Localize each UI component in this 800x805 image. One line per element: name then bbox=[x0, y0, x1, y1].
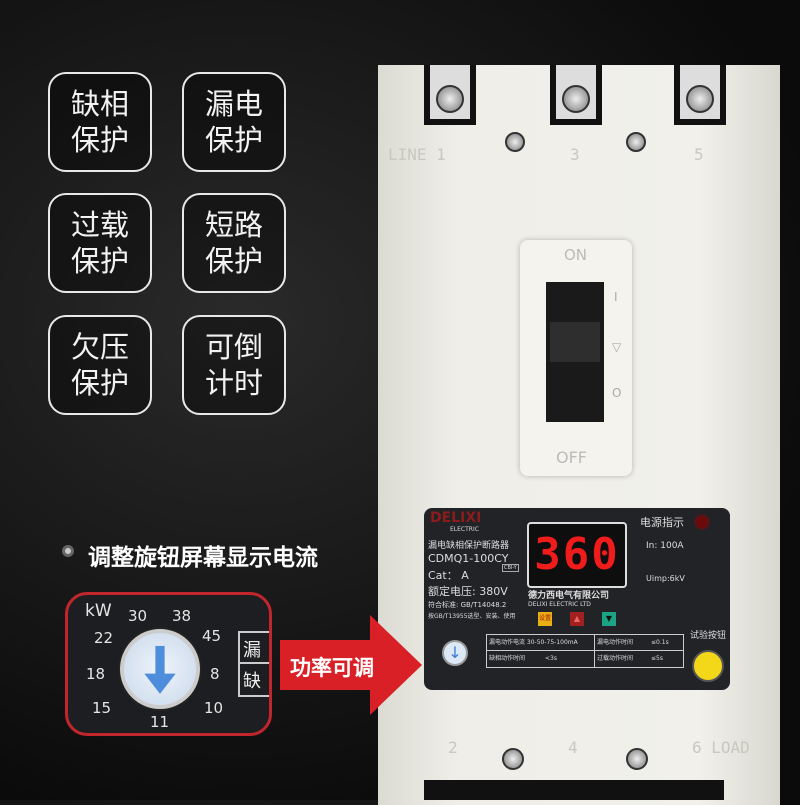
toggle-handle[interactable] bbox=[546, 282, 604, 422]
toggle-grip bbox=[550, 322, 600, 362]
arrow-label: 功率可调 bbox=[290, 656, 374, 680]
product-name: 漏电缺相保护断路器 bbox=[428, 541, 510, 551]
cell: 缺 bbox=[243, 671, 261, 692]
dial-value: 45 bbox=[202, 627, 222, 645]
brand-logo: DELIXI bbox=[430, 510, 482, 526]
feature-line: 保护 bbox=[204, 244, 263, 278]
cell: 过载动作时间 bbox=[597, 655, 634, 662]
side-table: 漏 缺 bbox=[238, 631, 269, 697]
dial-value: 30 bbox=[128, 607, 148, 625]
dial-value: 22 bbox=[94, 629, 114, 647]
model: CDMQ1-100CY bbox=[428, 552, 509, 565]
terminal-label: 4 bbox=[568, 738, 578, 757]
test-button[interactable] bbox=[692, 650, 724, 682]
cell: 缺相动作时间 bbox=[489, 655, 526, 662]
rated-voltage: 额定电压: 380V bbox=[428, 585, 508, 598]
feature-line: 漏电 bbox=[204, 87, 263, 121]
cell: 漏电动作电流 30-50-75-100mA bbox=[487, 635, 595, 650]
power-led bbox=[696, 516, 708, 528]
dial-value: 11 bbox=[150, 713, 170, 731]
feature-leakage: 漏电保护 bbox=[182, 72, 286, 172]
mark: ▽ bbox=[612, 340, 622, 354]
red-arrow-icon bbox=[280, 615, 422, 715]
set-button[interactable]: 设置 bbox=[538, 612, 552, 626]
screw-icon bbox=[502, 748, 524, 770]
current-display: 360 bbox=[527, 522, 627, 588]
power-indicator-label: 电源指示 bbox=[640, 516, 684, 529]
feature-line: 保护 bbox=[70, 244, 129, 278]
on-label: ON bbox=[564, 246, 588, 264]
screw-icon bbox=[562, 85, 590, 113]
feature-line: 可倒 bbox=[204, 330, 263, 364]
rated-current: In: 100A bbox=[646, 541, 684, 551]
off-label: OFF bbox=[556, 448, 587, 467]
feature-line: 过载 bbox=[70, 208, 129, 242]
bullet-icon bbox=[62, 545, 74, 557]
standard2: 按GB/T13955选型、安装、使用 bbox=[428, 613, 516, 620]
handle-panel: ON I ▽ O OFF bbox=[520, 240, 632, 476]
feature-timer: 可倒计时 bbox=[182, 315, 286, 415]
mark: I bbox=[614, 290, 618, 304]
cell: <3s bbox=[545, 651, 595, 667]
cell: 漏 bbox=[240, 633, 269, 664]
caption: 调整旋钮屏幕显示电流 bbox=[88, 545, 318, 571]
arrow-down-icon bbox=[144, 645, 176, 694]
terminal-label: 3 bbox=[570, 145, 580, 164]
feature-line: 短路 bbox=[204, 208, 263, 242]
cell: 漏电动作时间 bbox=[597, 639, 634, 646]
brand-sub: ELECTRIC bbox=[450, 526, 479, 533]
mini-dial[interactable]: ↓ bbox=[442, 640, 468, 666]
dial-inset: kW 30 38 45 8 10 11 15 18 22 漏 缺 bbox=[65, 592, 272, 736]
cell: ≤5s bbox=[651, 655, 663, 662]
dial-value: 10 bbox=[204, 699, 224, 717]
standard: 符合标准: GB/T14048.2 bbox=[428, 601, 507, 609]
feature-phase-loss: 缺相保护 bbox=[48, 72, 152, 172]
terminal-label: 5 bbox=[694, 145, 704, 164]
feature-line: 保护 bbox=[70, 123, 129, 157]
dial-value: 38 bbox=[172, 607, 192, 625]
category: Cat： A bbox=[428, 569, 469, 582]
screw-icon bbox=[436, 85, 464, 113]
dial-value: 8 bbox=[210, 665, 220, 683]
feature-short-circuit: 短路保护 bbox=[182, 193, 286, 293]
feature-line: 欠压 bbox=[70, 330, 129, 364]
cbi-mark: CBI-Y bbox=[502, 564, 519, 572]
feature-overload: 过载保护 bbox=[48, 193, 152, 293]
screw-icon bbox=[626, 748, 648, 770]
dial-value: 15 bbox=[92, 699, 112, 717]
cell: ≤0.1s bbox=[651, 639, 669, 646]
up-button[interactable]: ▲ bbox=[570, 612, 584, 626]
dial-value: 18 bbox=[86, 665, 106, 683]
terminal-label: 2 bbox=[448, 738, 458, 757]
feature-line: 缺相 bbox=[70, 87, 129, 121]
uimp: Uimp:6kV bbox=[646, 574, 685, 583]
bottom-terminals bbox=[424, 780, 724, 800]
feature-undervoltage: 欠压保护 bbox=[48, 315, 152, 415]
company-en: DELIXI ELECTRIC LTD bbox=[528, 601, 591, 608]
adjust-knob[interactable] bbox=[120, 629, 200, 709]
feature-line: 保护 bbox=[204, 123, 263, 157]
terminal-label: 6 LOAD bbox=[692, 738, 750, 757]
down-button[interactable]: ▼ bbox=[602, 612, 616, 626]
mark: O bbox=[612, 386, 622, 400]
company: 德力西电气有限公司 bbox=[528, 591, 610, 601]
test-button-label: 试验按钮 bbox=[690, 631, 727, 641]
feature-line: 保护 bbox=[70, 366, 129, 400]
spec-table: 漏电动作电流 30-50-75-100mA 漏电动作时间 ≤0.1s 缺相动作时… bbox=[486, 634, 684, 668]
feature-line: 计时 bbox=[204, 366, 263, 400]
screw-icon bbox=[626, 132, 646, 152]
screw-icon bbox=[686, 85, 714, 113]
line-label: LINE 1 bbox=[388, 145, 446, 164]
dial-unit: kW bbox=[85, 601, 112, 621]
screw-icon bbox=[505, 132, 525, 152]
